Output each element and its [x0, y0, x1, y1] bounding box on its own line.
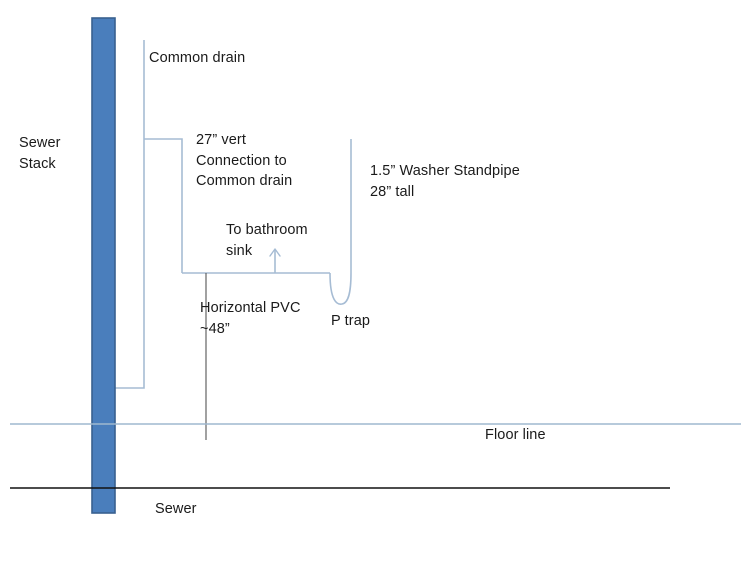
sewer-stack-column — [91, 17, 116, 514]
p-trap-bend — [329, 272, 352, 305]
label-vertical-connection: 27” vert Connection to Common drain — [196, 132, 293, 190]
label-floor-line: Floor line — [485, 427, 546, 443]
label-common-drain: Common drain — [149, 50, 246, 66]
common-drain-pipe — [115, 40, 145, 389]
label-horizontal-pvc: Horizontal PVC ~48” — [200, 300, 301, 337]
label-to-bathroom-sink: To bathroom sink — [226, 222, 308, 259]
label-p-trap: P trap — [331, 313, 371, 329]
label-sewer: Sewer — [155, 501, 197, 517]
vertical-connection-pipe — [144, 138, 183, 273]
label-sewer-stack: Sewer Stack — [19, 135, 61, 172]
label-washer-standpipe: 1.5” Washer Standpipe 28” tall — [370, 163, 520, 200]
bathroom-sink-arrow-icon — [269, 248, 281, 257]
